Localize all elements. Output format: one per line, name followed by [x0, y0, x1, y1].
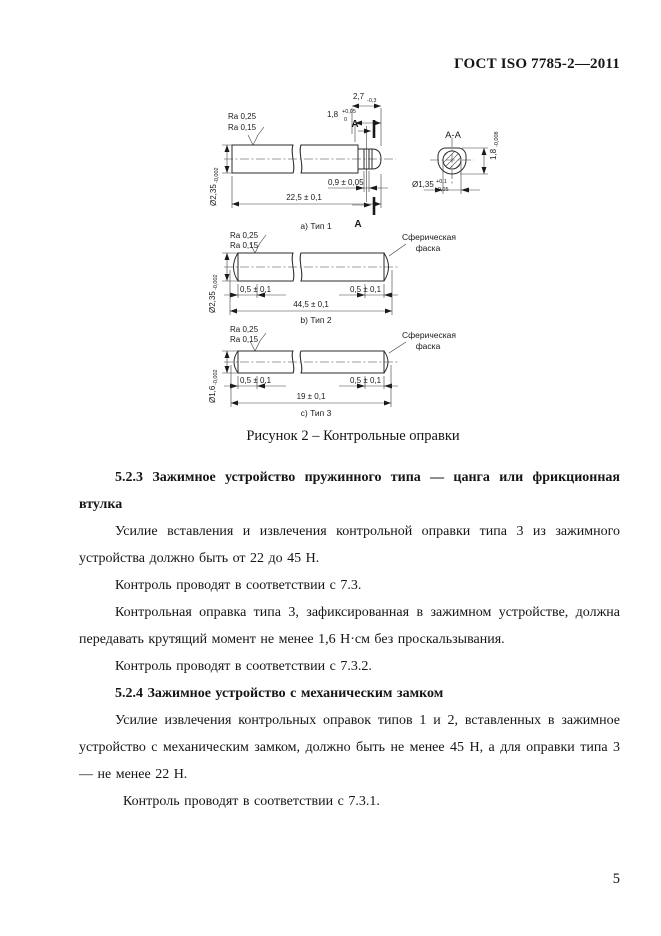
section-letter: А: [351, 119, 358, 130]
ra-label: Ra 0,25: [230, 231, 259, 240]
dim-total-length: 22,5 ± 0,1: [231, 174, 382, 208]
svg-text:0: 0: [344, 117, 347, 123]
dim-chamfer-right: 0,5 ± 0,1: [339, 284, 398, 298]
dim-total-length: 19 ± 0,1: [230, 365, 392, 407]
ra-label: Ra 0,25: [228, 112, 257, 121]
svg-text:2,7: 2,7: [353, 92, 365, 101]
surface-finish-symbol: [249, 332, 267, 352]
surface-finish-symbol: [249, 234, 267, 254]
dim-chamfer-left: 0,5 ± 0,1: [224, 376, 286, 389]
dim-chamfer-right: 0,5 ± 0,1: [339, 376, 398, 389]
svg-text:0,5 ± 0,1: 0,5 ± 0,1: [240, 285, 272, 294]
section-view-aa: A-A 1,8 -0,008 Ø1,35 +0,1 -0,05: [412, 130, 500, 194]
svg-text:-0,05: -0,05: [436, 187, 449, 193]
svg-text:1,8: 1,8: [489, 148, 498, 160]
svg-text:1,8: 1,8: [327, 110, 339, 119]
svg-text:19 ± 0,1: 19 ± 0,1: [297, 392, 326, 401]
paragraph: Усилие извлечения контрольных оправок ти…: [79, 713, 620, 782]
paragraph: Контроль проводят в соответствии с 7.3.2…: [115, 659, 372, 674]
spherical-chamfer-callout: Сферическая фаска: [388, 232, 456, 257]
dim-tip-length: 2,7 -0,3: [351, 92, 382, 146]
svg-text:0,5 ± 0,1: 0,5 ± 0,1: [350, 285, 382, 294]
svg-text:Ø2,35: Ø2,35: [209, 184, 218, 206]
drawing-type2: Ra 0,25 Ra 0,15 Сферическая фаска 0,5 ± …: [208, 231, 456, 325]
svg-text:фаска: фаска: [416, 341, 441, 351]
svg-text:Ø1,6: Ø1,6: [208, 385, 217, 403]
drawing-type3: Ra 0,25 Ra 0,15 Сферическая фаска 0,5 ± …: [208, 325, 456, 418]
paragraph: Контроль проводят в соответствии с 7.3.1…: [123, 794, 380, 809]
paragraph: Контроль проводят в соответствии с 7.3.: [115, 578, 362, 593]
svg-text:-0,008: -0,008: [494, 131, 500, 147]
spherical-chamfer-callout: Сферическая фаска: [388, 330, 456, 354]
svg-text:фаска: фаска: [416, 243, 441, 253]
dim-neck: 1,8 +0,05 0: [327, 109, 381, 142]
dim-diameter: Ø1,6 -0,002: [208, 350, 238, 403]
svg-text:+0,1: +0,1: [436, 179, 447, 185]
section-letter: А: [354, 219, 361, 230]
rod-outline: [233, 252, 389, 282]
heading-5-2-3: 5.2.3 Зажимное устройство пружинного тип…: [79, 470, 620, 512]
subfigure-label: c) Тип 3: [301, 408, 332, 418]
dim-section-height: 1,8 -0,008: [460, 131, 500, 175]
svg-text:22,5 ± 0,1: 22,5 ± 0,1: [286, 193, 322, 202]
body-text: 5.2.3 Зажимное устройство пружинного тип…: [79, 464, 620, 815]
ra-label: Ra 0,15: [228, 123, 257, 132]
dim-chamfer-left: 0,5 ± 0,1: [224, 284, 286, 298]
svg-text:+0,05: +0,05: [342, 109, 356, 115]
svg-text:0,9 ± 0,05: 0,9 ± 0,05: [328, 178, 364, 187]
dim-groove: 0,9 ± 0,05: [328, 171, 388, 192]
svg-text:0,5 ± 0,1: 0,5 ± 0,1: [350, 376, 382, 385]
dim-section-diameter: Ø1,35 +0,1 -0,05: [412, 161, 480, 194]
subfigure-label: a) Тип 1: [300, 221, 331, 231]
svg-text:Ø2,35: Ø2,35: [208, 291, 217, 313]
heading-5-2-4: 5.2.4 Зажимное устройство с механическим…: [115, 686, 444, 701]
svg-text:0,5 ± 0,1: 0,5 ± 0,1: [240, 376, 272, 385]
section-title: A-A: [445, 130, 462, 141]
section-arrow-top: А: [351, 119, 376, 138]
rod-outline: [233, 350, 389, 374]
svg-text:-0,002: -0,002: [213, 369, 219, 385]
rod-outline: [231, 144, 382, 174]
dim-total-length: 44,5 ± 0,1: [229, 270, 393, 315]
paragraph: Усилие вставления и извлечения контрольн…: [79, 524, 620, 566]
subfigure-label: b) Тип 2: [300, 315, 331, 325]
svg-text:Сферическая: Сферическая: [402, 330, 456, 340]
surface-finish-symbol: [247, 126, 265, 146]
svg-text:Ø1,35: Ø1,35: [412, 180, 434, 189]
svg-text:44,5 ± 0,1: 44,5 ± 0,1: [293, 300, 329, 309]
figure-2-drawing: Ra 0,25 Ra 0,15 2,7 -0,3 1,8 +0,05 0 А: [208, 92, 500, 418]
svg-text:-0,3: -0,3: [367, 98, 376, 104]
svg-text:-0,002: -0,002: [214, 167, 220, 183]
ra-label: Ra 0,15: [230, 335, 259, 344]
section-centerlines: [430, 138, 474, 184]
dim-diameter: Ø2,35 -0,002: [208, 252, 238, 313]
section-arrow-bottom: А: [352, 197, 376, 230]
svg-text:Сферическая: Сферическая: [402, 232, 456, 242]
svg-text:-0,002: -0,002: [213, 274, 219, 290]
figure-caption: Рисунок 2 – Контрольные оправки: [246, 428, 460, 444]
ra-label: Ra 0,25: [230, 325, 259, 334]
paragraph: Контрольная оправка типа 3, зафиксирован…: [79, 605, 620, 647]
drawing-type1: Ra 0,25 Ra 0,15 2,7 -0,3 1,8 +0,05 0 А: [209, 92, 396, 231]
dim-diameter: Ø2,35 -0,002: [209, 144, 232, 206]
page-number: 5: [612, 871, 620, 887]
ra-label: Ra 0,15: [230, 241, 259, 250]
doc-code-header: ГОСТ ISO 7785-2—2011: [454, 56, 620, 72]
